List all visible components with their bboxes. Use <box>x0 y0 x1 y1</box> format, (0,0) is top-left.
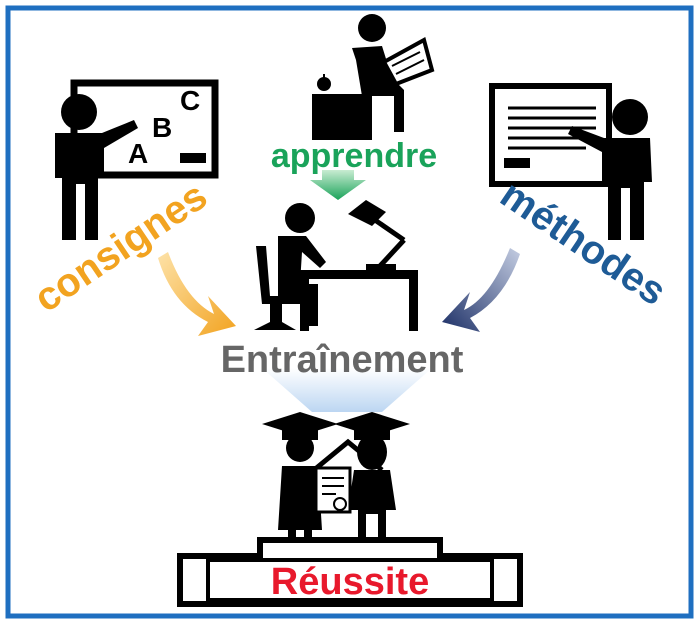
funnel-glow <box>262 368 432 412</box>
board-letter-c: C <box>180 85 200 116</box>
label-entrainement: Entraînement <box>221 339 464 381</box>
arrow-curve-navy <box>442 248 520 332</box>
graduates-icon <box>262 412 410 540</box>
student-at-desk-icon <box>254 200 418 331</box>
label-apprendre: apprendre <box>271 137 437 175</box>
label-reussite: Réussite <box>271 561 429 603</box>
student-reading-icon <box>312 14 435 140</box>
teacher-text-board-icon <box>489 83 652 240</box>
board-letter-b: B <box>152 112 172 143</box>
arrow-down-green <box>310 170 366 200</box>
board-letter-a: A <box>128 138 148 169</box>
teacher-abc-board-icon: A B C <box>55 79 219 240</box>
arrow-curve-orange <box>158 252 236 336</box>
podium <box>177 537 523 607</box>
